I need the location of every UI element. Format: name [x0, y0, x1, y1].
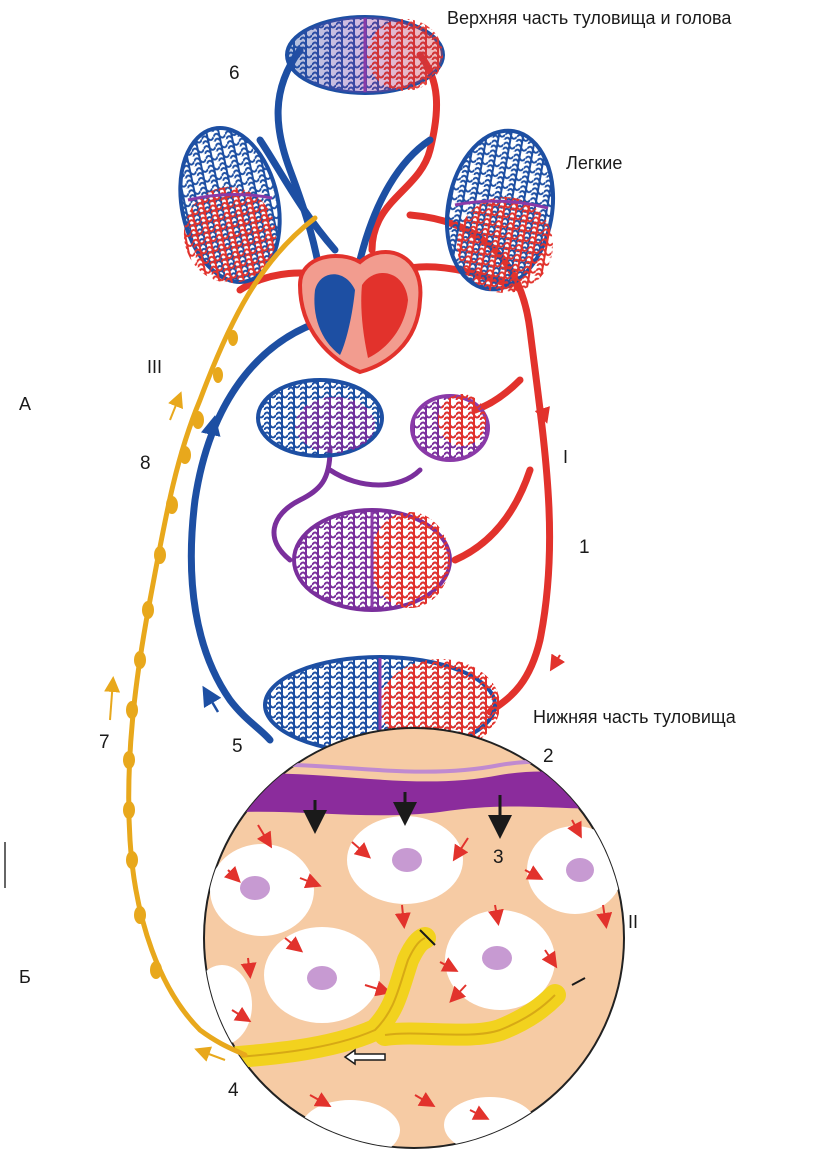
section-b-label: Б [19, 968, 31, 986]
marker-1: 1 [579, 538, 590, 557]
marker-3: 3 [493, 848, 504, 867]
section-a-label: А [19, 395, 31, 413]
tissue-magnification [192, 728, 640, 1154]
marker-5: 5 [232, 737, 243, 756]
upper-body-label: Верхняя часть туловища и голова [447, 9, 731, 27]
heart-icon [300, 252, 420, 372]
head-capillary-bed [287, 17, 443, 93]
marker-2: 2 [543, 747, 554, 766]
intestine-capillary-bed [294, 510, 450, 610]
marker-8: 8 [140, 454, 151, 473]
left-lung-capillary-bed [167, 119, 293, 292]
organ-capillary-bed [412, 394, 488, 460]
marker-6: 6 [229, 64, 240, 83]
right-lung-capillary-bed [435, 122, 565, 300]
marker-4: 4 [228, 1081, 239, 1100]
roman-iii-label: III [147, 358, 162, 376]
lower-body-label: Нижняя часть туловища [533, 708, 736, 726]
lungs-label: Легкие [566, 154, 622, 172]
roman-ii-label: II [628, 913, 638, 931]
liver-capillary-bed [258, 380, 382, 456]
roman-i-label: I [563, 448, 568, 466]
marker-7: 7 [99, 733, 110, 752]
